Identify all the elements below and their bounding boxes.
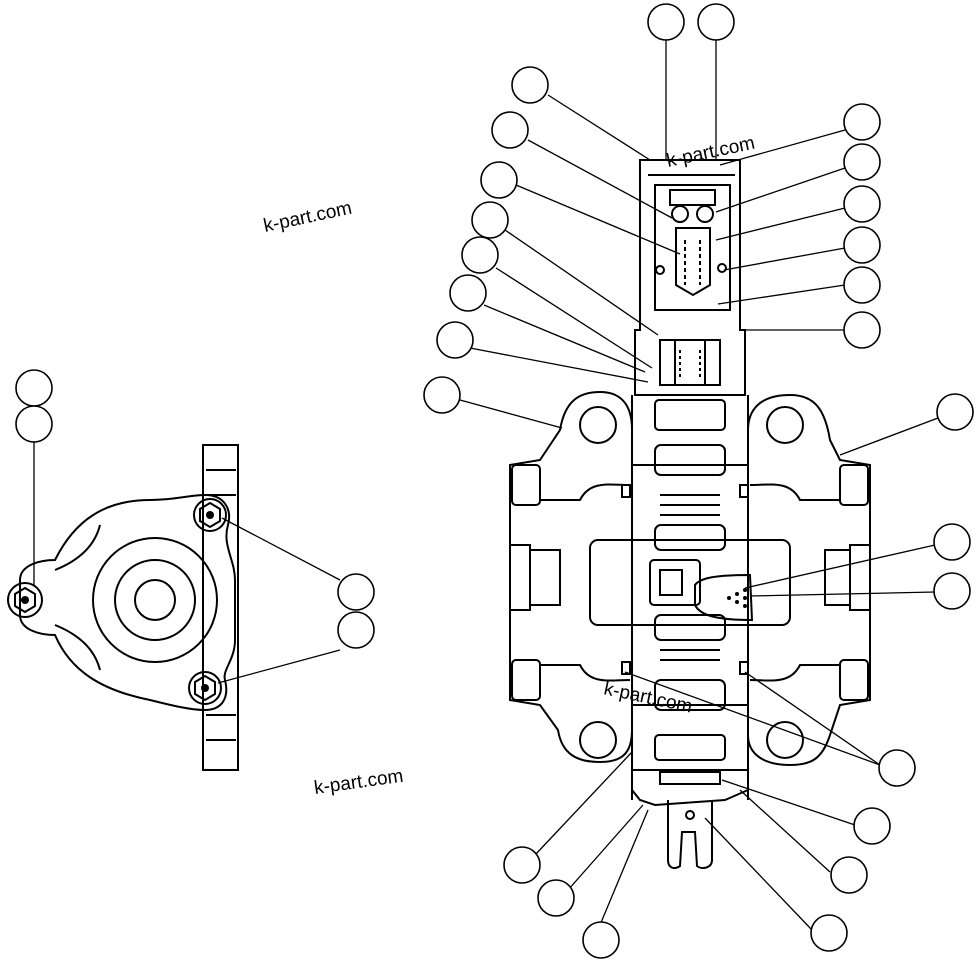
callout-bubble [933,572,971,610]
callout-bubble [337,573,375,611]
callout-bubble [933,523,971,561]
callout-bubble [537,879,575,917]
callout-bubble [503,846,541,884]
watermark-top-right: k-part.com [665,133,757,172]
leader-lines [33,40,939,931]
bracket-front-view [7,444,239,771]
callout-bubbles [15,3,974,959]
callout-bubble [936,393,974,431]
watermark-top-left: k-part.com [262,198,354,237]
callout-bubble [480,161,518,199]
bolt-head-top [193,498,227,532]
callout-bubble [15,369,53,407]
callout-bubble [461,236,499,274]
callout-bubble [878,749,916,787]
callout-bubble [436,321,474,359]
callout-bubble [843,185,881,223]
callout-bubble [423,376,461,414]
callout-bubble [471,201,509,239]
callout-bubble [843,103,881,141]
watermark-middle: k-part.com [602,678,694,717]
callout-bubble [697,3,735,41]
callout-bubble [843,226,881,264]
callout-bubble [491,111,529,149]
callout-bubble [810,914,848,952]
callout-bubble [582,921,620,959]
watermark-bottom-left: k-part.com [313,766,405,799]
callout-bubble [843,266,881,304]
callout-bubble [449,274,487,312]
callout-bubble [15,405,53,443]
bolt-head-bottom [188,671,222,705]
callout-bubble [647,3,685,41]
callout-bubble [830,856,868,894]
valve-cross-section [509,159,871,869]
bolt-head-left [7,582,43,618]
callout-bubble [337,611,375,649]
callout-bubble [843,311,881,349]
callout-bubble [511,66,549,104]
callout-bubble [843,143,881,181]
callout-bubble [853,807,891,845]
